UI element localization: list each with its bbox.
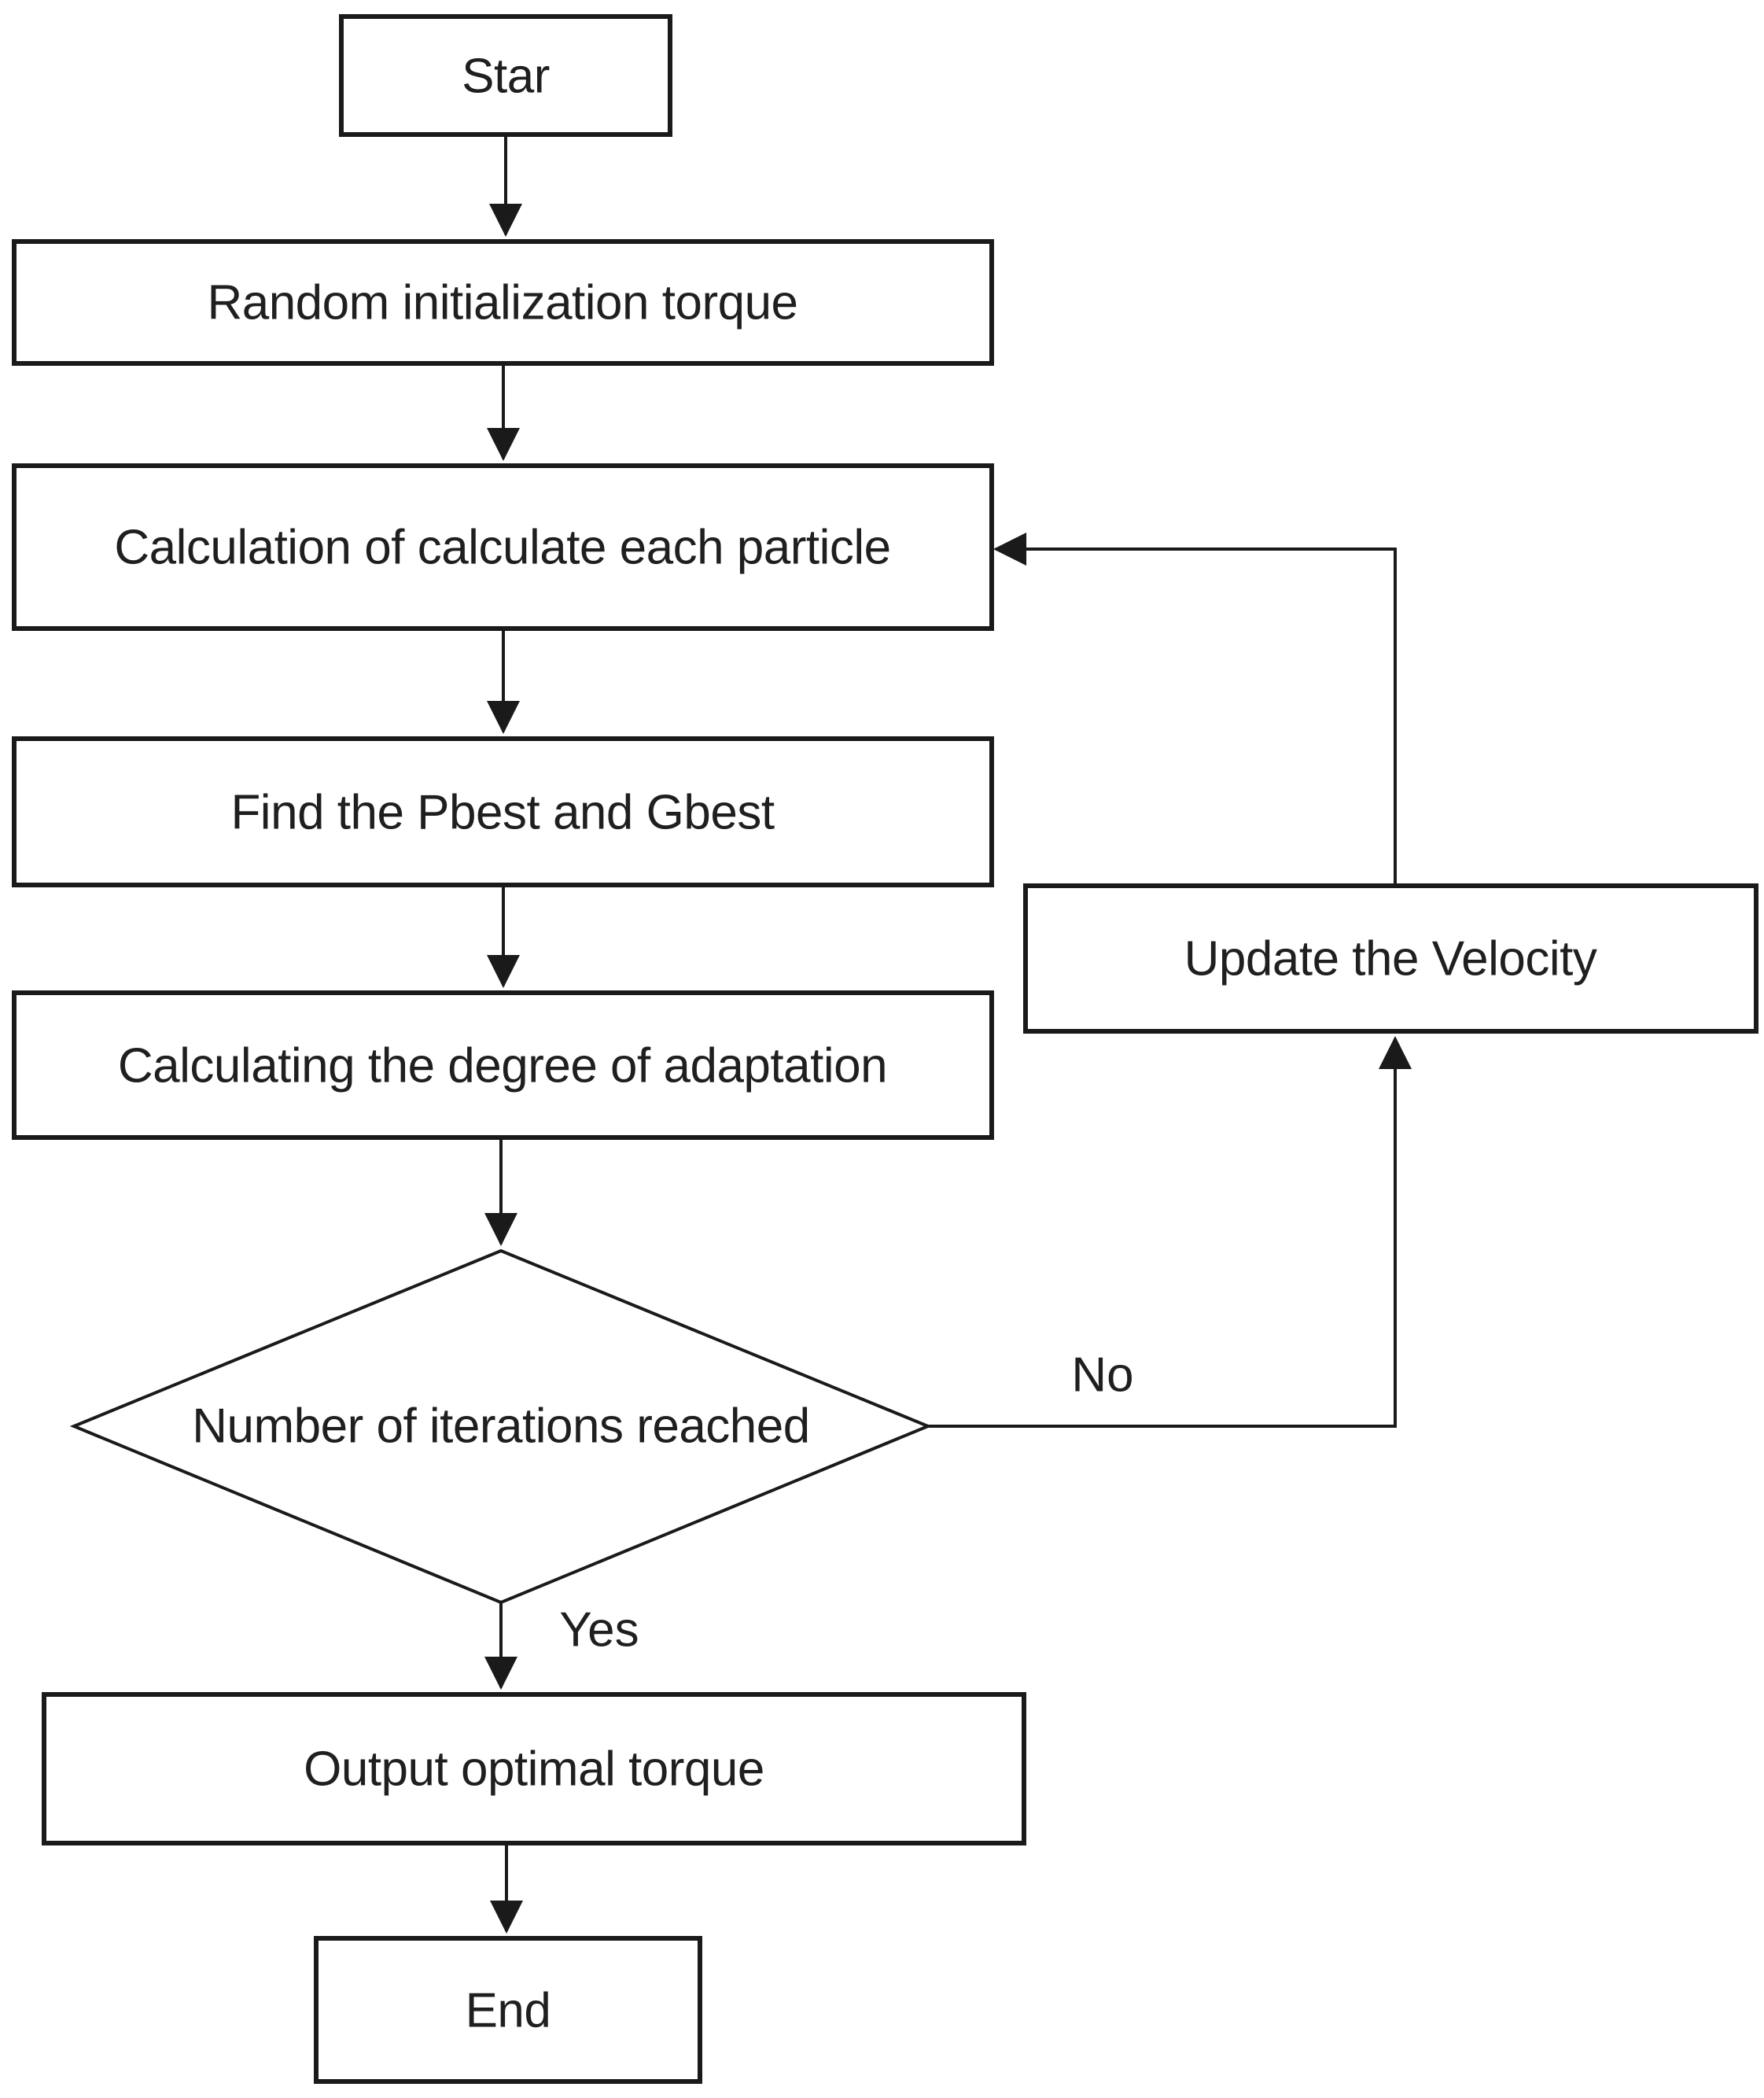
node-random-init: Random initialization torque [12,239,994,366]
node-random-init-label: Random initialization torque [207,276,797,330]
node-calc-particle-label: Calculation of calculate each particle [114,521,890,575]
node-calc-particle-box [12,463,994,631]
node-calc-adaptation: Calculating the degree of adaptation [12,990,994,1140]
node-output-torque-label: Output optimal torque [304,1742,764,1797]
node-iteration-check: Number of iterations reached [69,1248,933,1605]
node-start-box [339,14,672,137]
node-update-velocity: Update the Velocity [1023,883,1758,1034]
node-update-velocity-label: Update the Velocity [1184,932,1597,986]
node-random-init-box [12,239,994,366]
node-find-best: Find the Pbest and Gbest [12,736,994,887]
node-end: End [314,1936,702,2084]
edge-label-no: No [1071,1348,1133,1403]
arrow-update-velocity-to-calc-particle [993,533,1397,886]
node-start: Star [339,14,672,137]
node-iteration-check-label: Number of iterations reached [192,1399,810,1454]
node-calc-adaptation-label: Calculating the degree of adaptation [118,1039,887,1093]
node-end-box [314,1936,702,2084]
node-find-best-box [12,736,994,887]
edge-label-yes: Yes [559,1603,639,1657]
node-start-label: Star [462,50,550,104]
node-calc-adaptation-box [12,990,994,1140]
node-output-torque-box [42,1692,1026,1845]
node-find-best-label: Find the Pbest and Gbest [230,786,774,840]
node-end-label: End [466,1984,551,2038]
node-update-velocity-box [1023,883,1758,1034]
node-output-torque: Output optimal torque [42,1692,1026,1845]
node-iteration-check-diamond [69,1248,933,1605]
arrow-iteration-check-to-update-velocity [928,1036,1412,1428]
node-calc-particle: Calculation of calculate each particle [12,463,994,631]
